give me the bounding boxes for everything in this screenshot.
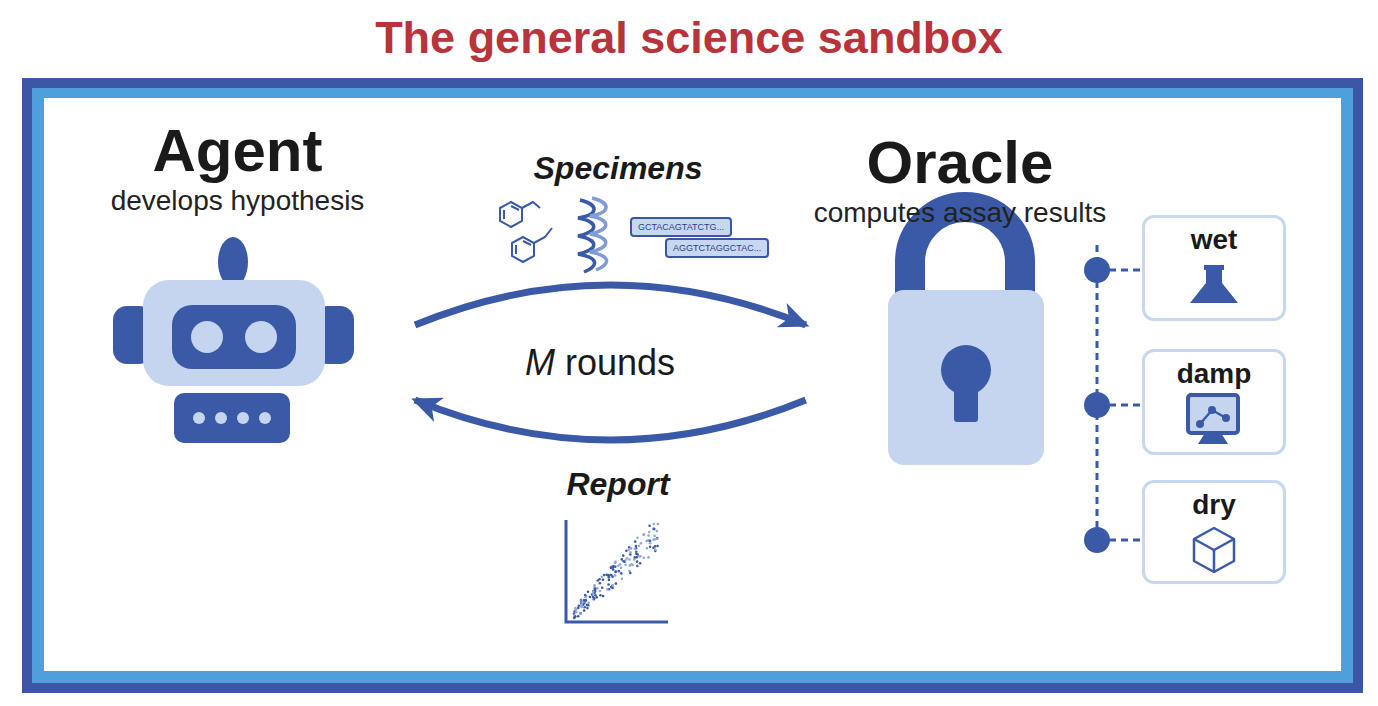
lock-icon — [888, 207, 1044, 465]
assay-mode-box: damp — [1142, 349, 1286, 455]
node-subtitle: computes assay results — [806, 196, 1115, 230]
node-heading: dry — [1145, 483, 1283, 521]
round-arrow — [415, 285, 806, 325]
node-heading: Oracle — [806, 130, 1115, 196]
molecule-icon — [500, 202, 552, 262]
node-subtitle: develops hypothesis — [60, 184, 415, 218]
assay-mode-box: wet — [1142, 215, 1286, 321]
protein-helix-icon — [578, 198, 607, 272]
actor-group: Agentdevelops hypothesis — [60, 118, 415, 448]
node-heading: wet — [1145, 218, 1283, 256]
rounds-label: M rounds — [525, 342, 675, 384]
round-arrow — [415, 400, 806, 440]
mode-wires — [1097, 245, 1140, 540]
edge-label: Specimens — [534, 150, 703, 187]
sequence-label: GCTACAGTATCTG... — [630, 217, 732, 237]
scatter-plot — [566, 520, 668, 622]
actor-group: Oraclecomputes assay results — [806, 130, 1115, 470]
monitor-icon — [1188, 395, 1238, 444]
assay-mode-box: dry — [1142, 480, 1286, 584]
sequence-label: AGGTCTAGGCTAC... — [665, 238, 769, 258]
flask-icon — [1190, 265, 1238, 303]
robot-icon — [113, 237, 354, 443]
node-heading: Agent — [60, 118, 415, 184]
edge-label: Report — [566, 466, 669, 503]
mode-dots — [1084, 257, 1110, 553]
node-heading: damp — [1145, 352, 1283, 390]
diagram-title: The general science sandbox — [0, 12, 1378, 64]
cube-icon — [1194, 528, 1234, 572]
